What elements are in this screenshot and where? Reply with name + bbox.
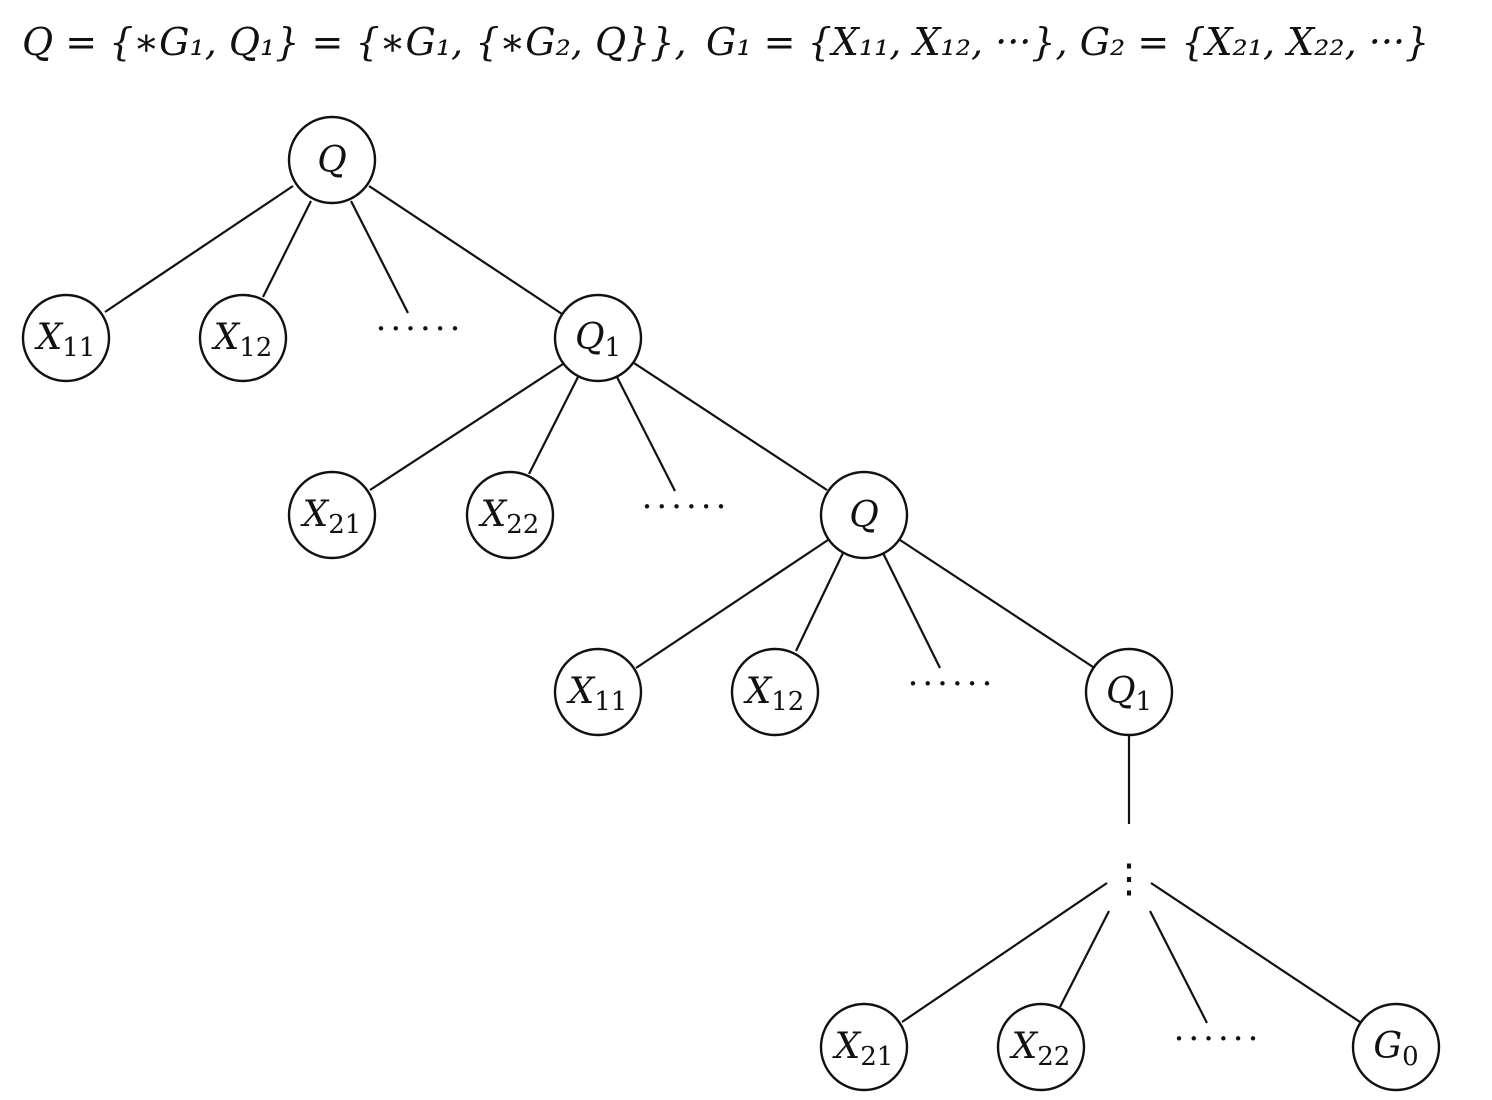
node-label: X bbox=[34, 317, 64, 358]
node-label: Q bbox=[1106, 671, 1136, 712]
edge-vdots-ellipsis bbox=[1149, 910, 1208, 1024]
formula-group-definition: G₁ = {X₁₁, X₁₂, ···}, G₂ = {X₂₁, X₂₂, ··… bbox=[706, 20, 1429, 64]
node-x21-level2: X21 bbox=[287, 470, 377, 560]
node-x22-level2: X22 bbox=[465, 470, 555, 560]
node-g0-level4: G0 bbox=[1351, 1002, 1441, 1092]
node-subscript: 21 bbox=[860, 1042, 893, 1072]
edge-root-x12 bbox=[262, 200, 312, 298]
node-root-q: Q bbox=[287, 115, 377, 205]
node-subscript: 22 bbox=[1037, 1042, 1070, 1072]
node-subscript: 0 bbox=[1402, 1042, 1419, 1072]
edge-q1-x21 bbox=[369, 363, 564, 491]
formula-recursive-definition: Q = {∗G₁, Q₁} = {∗G₁, {∗G₂, Q}}, bbox=[22, 20, 687, 64]
node-subscript: 12 bbox=[239, 333, 272, 363]
edge-q1-q bbox=[633, 362, 828, 491]
svg-text:G0: G0 bbox=[1373, 1026, 1418, 1072]
node-label: Q bbox=[575, 317, 605, 358]
svg-text:Q1: Q1 bbox=[575, 317, 621, 363]
edges-q1 bbox=[369, 362, 828, 492]
edge-vdots-g0 bbox=[1150, 882, 1361, 1023]
svg-text:Q: Q bbox=[849, 495, 879, 536]
edges-vdots bbox=[901, 882, 1361, 1024]
ellipsis-level2: ······ bbox=[642, 487, 731, 527]
node-q-level2: Q bbox=[819, 470, 909, 560]
edge-q-x11 bbox=[635, 539, 829, 669]
node-x11-level3: X11 bbox=[553, 647, 643, 737]
edge-q1-x22 bbox=[528, 376, 579, 475]
vertical-ellipsis: ⋮ bbox=[1109, 856, 1149, 902]
ellipsis-level4: ······ bbox=[1174, 1019, 1263, 1059]
node-label: X bbox=[478, 494, 508, 535]
node-x11-level1: X11 bbox=[21, 293, 111, 383]
node-q1-level3: Q1 bbox=[1084, 647, 1174, 737]
edge-vdots-x22 bbox=[1059, 910, 1110, 1008]
svg-text:X11: X11 bbox=[566, 671, 628, 717]
svg-text:X22: X22 bbox=[478, 494, 540, 540]
edge-root-ellipsis bbox=[350, 200, 409, 314]
edge-q-q1 bbox=[899, 539, 1094, 668]
node-subscript: 22 bbox=[506, 510, 539, 540]
node-label: Q bbox=[849, 495, 879, 536]
node-subscript: 12 bbox=[771, 687, 804, 717]
node-label: Q bbox=[317, 140, 347, 181]
node-label: X bbox=[832, 1026, 862, 1067]
edge-vdots-x21 bbox=[901, 882, 1108, 1023]
node-x21-level4: X21 bbox=[819, 1002, 909, 1092]
node-label: X bbox=[743, 671, 773, 712]
node-subscript: 11 bbox=[62, 333, 95, 363]
node-x22-level4: X22 bbox=[996, 1002, 1086, 1092]
node-label: X bbox=[566, 671, 596, 712]
node-x12-level3: X12 bbox=[730, 647, 820, 737]
ellipsis-level3: ······ bbox=[908, 664, 997, 704]
node-q1-level1: Q1 bbox=[553, 293, 643, 383]
svg-text:X21: X21 bbox=[300, 494, 362, 540]
svg-text:X22: X22 bbox=[1009, 1026, 1071, 1072]
edge-root-x11 bbox=[104, 185, 294, 313]
node-label: X bbox=[211, 317, 241, 358]
edges-root bbox=[104, 185, 563, 315]
svg-text:X21: X21 bbox=[832, 1026, 894, 1072]
edges-q bbox=[635, 539, 1094, 669]
ellipsis-level1: ······ bbox=[376, 309, 465, 349]
svg-text:X12: X12 bbox=[211, 317, 273, 363]
node-subscript: 1 bbox=[1135, 687, 1152, 717]
node-label: G bbox=[1373, 1026, 1402, 1067]
edge-root-q1 bbox=[368, 185, 563, 315]
svg-text:Q: Q bbox=[317, 140, 347, 181]
edge-q-x12 bbox=[795, 552, 844, 652]
node-x12-level1: X12 bbox=[198, 293, 288, 383]
svg-text:Q1: Q1 bbox=[1106, 671, 1152, 717]
edge-q-ellipsis bbox=[882, 552, 941, 669]
node-subscript: 21 bbox=[328, 510, 361, 540]
node-label: X bbox=[300, 494, 330, 535]
node-label: X bbox=[1009, 1026, 1039, 1067]
svg-text:X12: X12 bbox=[743, 671, 805, 717]
svg-text:X11: X11 bbox=[34, 317, 96, 363]
node-subscript: 11 bbox=[594, 687, 627, 717]
node-subscript: 1 bbox=[604, 333, 621, 363]
edge-q1-ellipsis bbox=[616, 376, 676, 492]
